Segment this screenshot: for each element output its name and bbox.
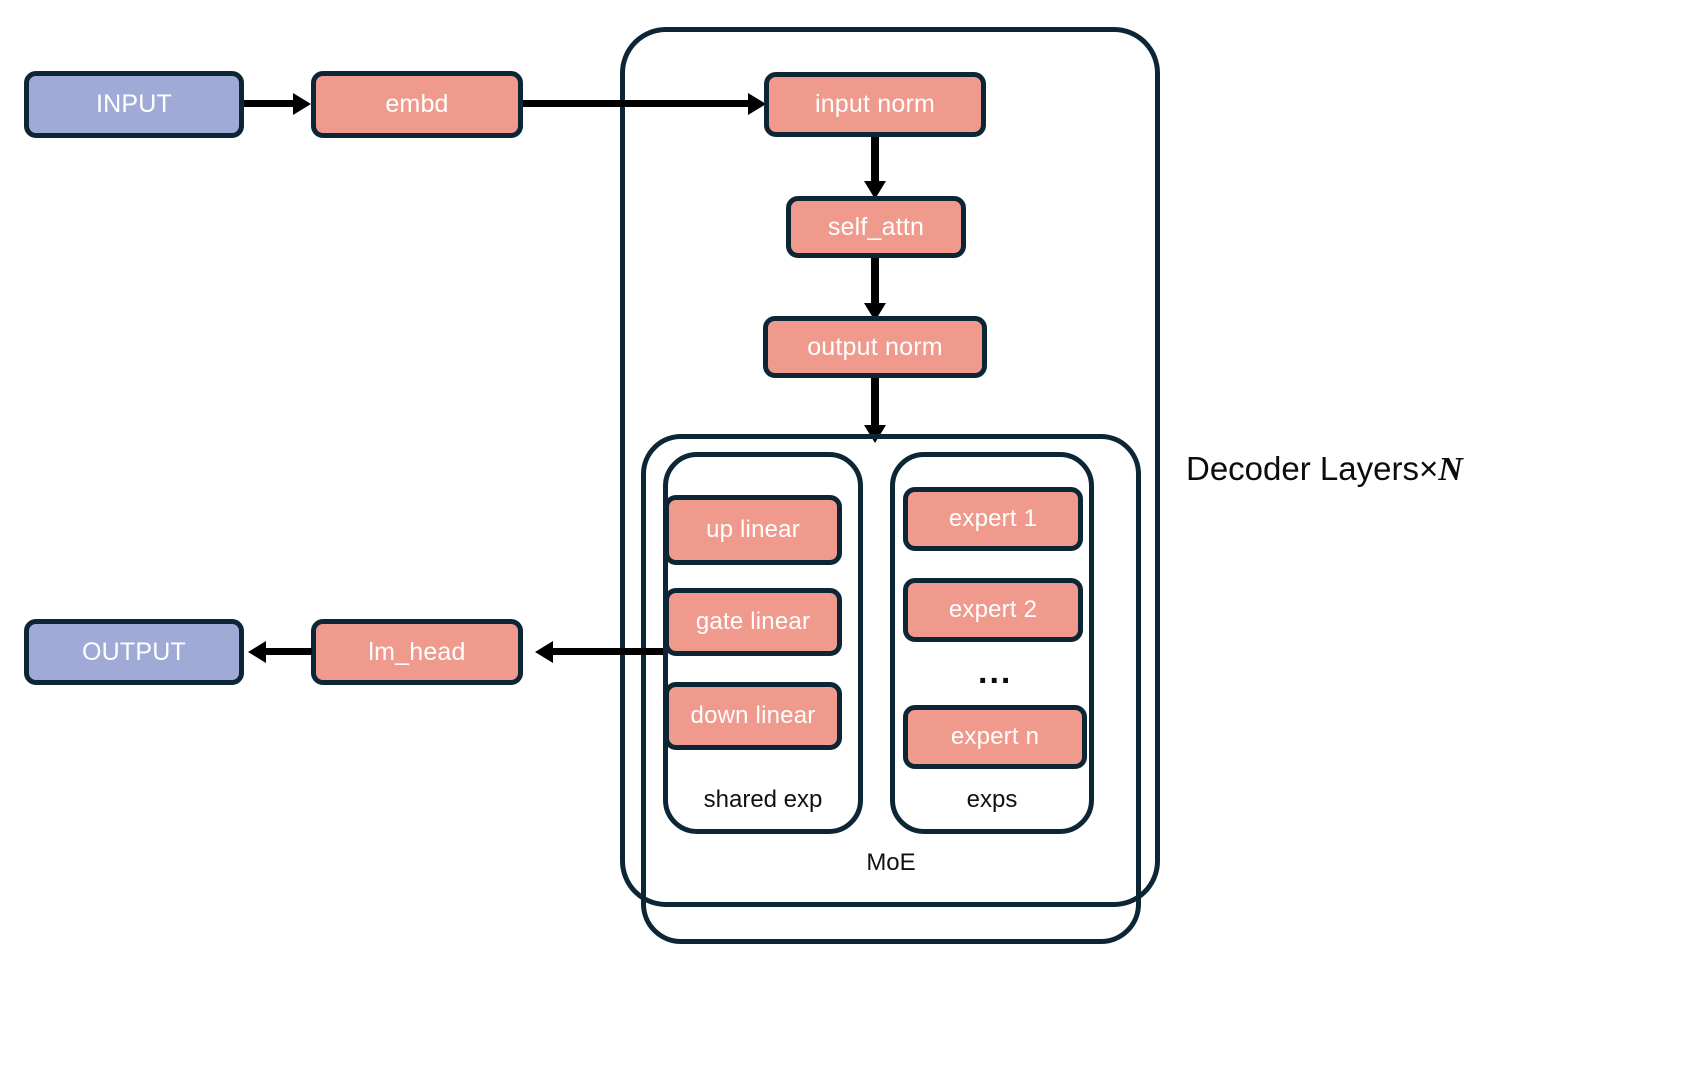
moe-label: MoE (866, 849, 916, 876)
output-norm-node[interactable]: output norm (763, 316, 987, 378)
decoder-layers-caption: Decoder Layers×N (1186, 452, 1463, 487)
connector-embd-to-input-norm (523, 100, 755, 107)
decoder-layers-caption-text: Decoder Layers× (1186, 450, 1439, 487)
input-norm-node[interactable]: input norm (764, 72, 986, 137)
expert-2-node[interactable]: expert 2 (903, 578, 1083, 642)
output-node[interactable]: OUTPUT (24, 619, 244, 685)
connector-lm-head-to-output (266, 648, 312, 655)
lm-head-node[interactable]: lm_head (311, 619, 523, 685)
self-attn-node[interactable]: self_attn (786, 196, 966, 258)
expert-1-node[interactable]: expert 1 (903, 487, 1083, 551)
connector-input-norm-to-self-attn (871, 137, 879, 187)
experts-ellipsis: ... (978, 653, 1013, 691)
arrowhead-moe-to-lm-head (535, 641, 553, 663)
connector-self-attn-to-output-norm (871, 258, 879, 310)
arrowhead-input-to-embd (293, 93, 311, 115)
experts-label: exps (966, 786, 1018, 813)
decoder-layers-count-symbol: N (1438, 451, 1463, 488)
experts-container (890, 452, 1094, 834)
down-linear-node[interactable]: down linear (664, 682, 842, 750)
up-linear-node[interactable]: up linear (664, 495, 842, 565)
connector-output-norm-to-moe (871, 378, 879, 434)
shared-expert-label: shared exp (703, 786, 823, 813)
gate-linear-node[interactable]: gate linear (664, 588, 842, 656)
arrowhead-embd-to-input-norm (748, 93, 766, 115)
arrowhead-lm-head-to-output (248, 641, 266, 663)
decoder-layers-container (620, 27, 1160, 907)
connector-moe-to-lm-head (553, 648, 663, 655)
expert-n-node[interactable]: expert n (903, 705, 1087, 769)
connector-input-to-embd (244, 100, 299, 107)
moe-container (641, 434, 1141, 944)
input-node[interactable]: INPUT (24, 71, 244, 138)
arrowhead-input-norm-to-self-attn (864, 181, 886, 199)
embd-node[interactable]: embd (311, 71, 523, 138)
